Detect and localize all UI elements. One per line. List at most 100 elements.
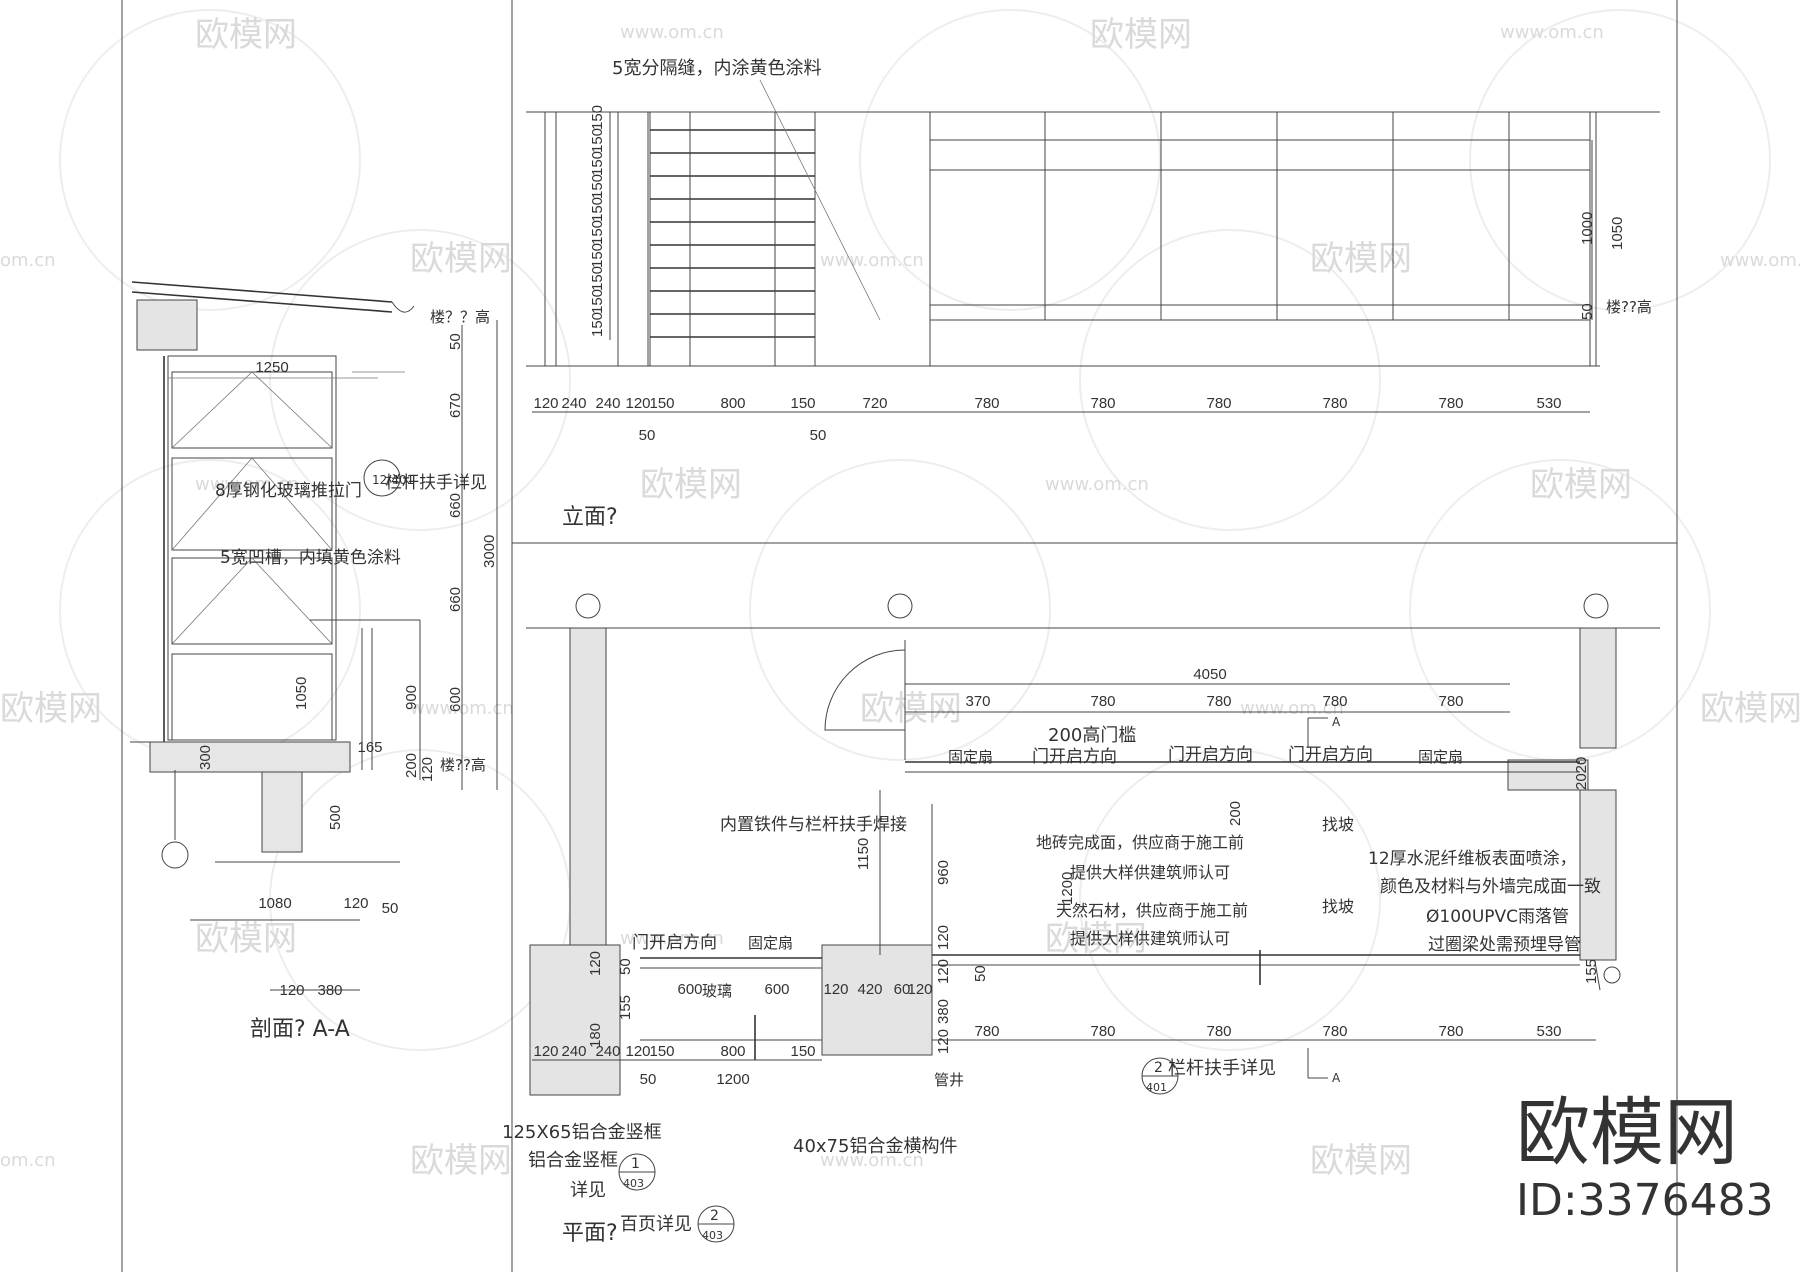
handrail-callout-sheet: 401 (1146, 1081, 1167, 1094)
plan-view: 4050 370 780 780 780 780 780 780 780 780… (502, 593, 1660, 1246)
plan-left-dim: 120 (907, 981, 932, 998)
slope-note: 找坡 (1322, 897, 1354, 916)
watermark-brand: 欧模网 (410, 1141, 512, 1181)
section-dim: 120 (343, 895, 368, 912)
watermark-circle (269, 749, 571, 1051)
watermark-brand: 欧模网 (0, 689, 102, 729)
watermark-brand: 欧模网 (1310, 239, 1412, 279)
elev-bdim: 780 (1206, 395, 1231, 412)
elev-bdim: 150 (790, 395, 815, 412)
section-dim: 165 (357, 739, 382, 756)
watermark-brand: 欧模网 (1045, 919, 1147, 959)
watermark-brand: 欧模网 (1310, 1141, 1412, 1181)
plan-left-dim: 150 (790, 1043, 815, 1060)
section-dim: 50 (382, 900, 399, 917)
handrail-callout-num: 2 (1154, 1060, 1163, 1076)
fixed-leaf-label: 固定扇 (1418, 748, 1463, 766)
plan-left-dim: 600 (677, 981, 702, 998)
watermark-circle (859, 9, 1161, 311)
watermark-url: www.om.cn (1240, 698, 1344, 719)
watermark-url: www.om.cn (620, 22, 724, 43)
handrail-see: 栏杆扶手详见 (1168, 1058, 1276, 1079)
tile-note-2: 提供大样供建筑师认可 (1070, 863, 1230, 882)
louver-slats (649, 111, 816, 367)
watermark-url: www.om.cn (820, 1150, 924, 1171)
brand-name: 欧模网 (1516, 1090, 1738, 1176)
stone-note-2: 提供大样供建筑师认可 (1070, 929, 1230, 948)
plan-left-dim: 60 (894, 981, 911, 998)
section-dim: 660 (447, 493, 464, 518)
plan-left-dim: 600 (764, 981, 789, 998)
watermark-url-partial: om.cn (0, 1150, 56, 1171)
watermark-brand: 欧模网 (1530, 465, 1632, 505)
section-view: 1250 50 670 660 3000 660 600 1050 900 16… (130, 281, 498, 1042)
mullion-note-1: 125X65铝合金竖框 (502, 1122, 662, 1143)
plan-misc-dim: 155 (617, 995, 634, 1020)
elev-vdim: 150 (589, 266, 606, 291)
elev-vdim: 150 (589, 243, 606, 268)
drain-through-note: 过圈梁处需预埋导管 (1428, 935, 1581, 955)
elev-subdim: 50 (810, 427, 827, 444)
elev-bdim: 720 (862, 395, 887, 412)
elev-bdim: 780 (974, 395, 999, 412)
brand-id: ID:3376483 (1516, 1175, 1774, 1226)
louver-callout-sheet: 403 (702, 1229, 723, 1242)
section-title: 剖面? A-A (250, 1017, 350, 1042)
plan-bottom-dim: 780 (1322, 1023, 1347, 1040)
elevation-title: 立面? (562, 505, 618, 530)
tile-note-1: 地砖完成面，供应商于施工前 (1036, 833, 1244, 852)
elev-height-dim: 50 (1579, 303, 1596, 320)
elev-vdim: 150 (589, 220, 606, 245)
watermark-brand: 欧模网 (1700, 689, 1800, 729)
plan-left-dim: 150 (649, 1043, 674, 1060)
embedded-iron-note: 内置铁件与栏杆扶手焊接 (720, 815, 907, 835)
watermark-url: www.om.cn (820, 250, 924, 271)
section-dim: 900 (403, 685, 420, 710)
plan-bottom-dim: 530 (1536, 1023, 1561, 1040)
plan-bottom-dim: 780 (1438, 1023, 1463, 1040)
section-dim: 380 (317, 982, 342, 999)
plan-misc-dim: 200 (1227, 801, 1244, 826)
section-mark: A (1332, 715, 1341, 729)
plan-misc-dim: 120 (935, 959, 952, 984)
elev-bdim: 780 (1090, 395, 1115, 412)
groove-note: 5宽凹槽，内填黄色涂料 (220, 548, 401, 568)
plan-left-dim: 240 (561, 1043, 586, 1060)
plan-left-dim: 50 (640, 1071, 657, 1088)
drain-pipe-note: Ø100UPVC雨落管 (1426, 907, 1569, 927)
elev-bdim: 150 (649, 395, 674, 412)
plan-top-dim: 780 (1438, 693, 1463, 710)
handrail-callout-text: 12/401 (372, 473, 414, 487)
section-dim: 670 (447, 393, 464, 418)
louver-callout-num: 2 (710, 1208, 719, 1224)
section-dim: 300 (197, 745, 214, 770)
section-dim: 1080 (258, 895, 291, 912)
plan-top-dim: 4050 (1193, 666, 1226, 683)
section-dim: 1250 (255, 359, 288, 376)
plan-left-dim: 120 (533, 1043, 558, 1060)
cement-board-note-1: 12厚水泥纤维板表面喷涂， (1368, 849, 1577, 869)
plan-misc-dim: 120 (935, 925, 952, 950)
plan-misc-dim: 50 (972, 965, 989, 982)
plan-left-dim: 240 (595, 1043, 620, 1060)
fixed-leaf-small: 固定扇 (748, 934, 793, 952)
mullion-callout-sheet: 403 (623, 1177, 644, 1190)
plan-misc-dim: 960 (935, 860, 952, 885)
watermark-url-partial: om.cn (0, 250, 56, 271)
shaft-label: 管井 (934, 1071, 964, 1089)
plan-left-dim: 120 (823, 981, 848, 998)
plan-bottom-dim: 780 (1206, 1023, 1231, 1040)
watermark-url: www.om.cn (1045, 474, 1149, 495)
plan-title: 平面? (562, 1221, 618, 1246)
elev-vdim: 150 (589, 128, 606, 153)
threshold-note: 200高门槛 (1048, 725, 1136, 746)
door-open-direction: 门开启方向 (1168, 745, 1253, 765)
plan-left-dim: 120 (625, 1043, 650, 1060)
watermark-url: www.om.cn (620, 928, 724, 949)
brand-block: 欧模网 ID:3376483 (1516, 1090, 1774, 1226)
watermark-brand: 欧模网 (1090, 15, 1192, 55)
elev-vdim: 150 (589, 197, 606, 222)
section-dim: 3000 (481, 535, 498, 568)
beam-member-note: 40x75铝合金横构件 (793, 1136, 957, 1157)
watermark-circle (1079, 229, 1381, 531)
